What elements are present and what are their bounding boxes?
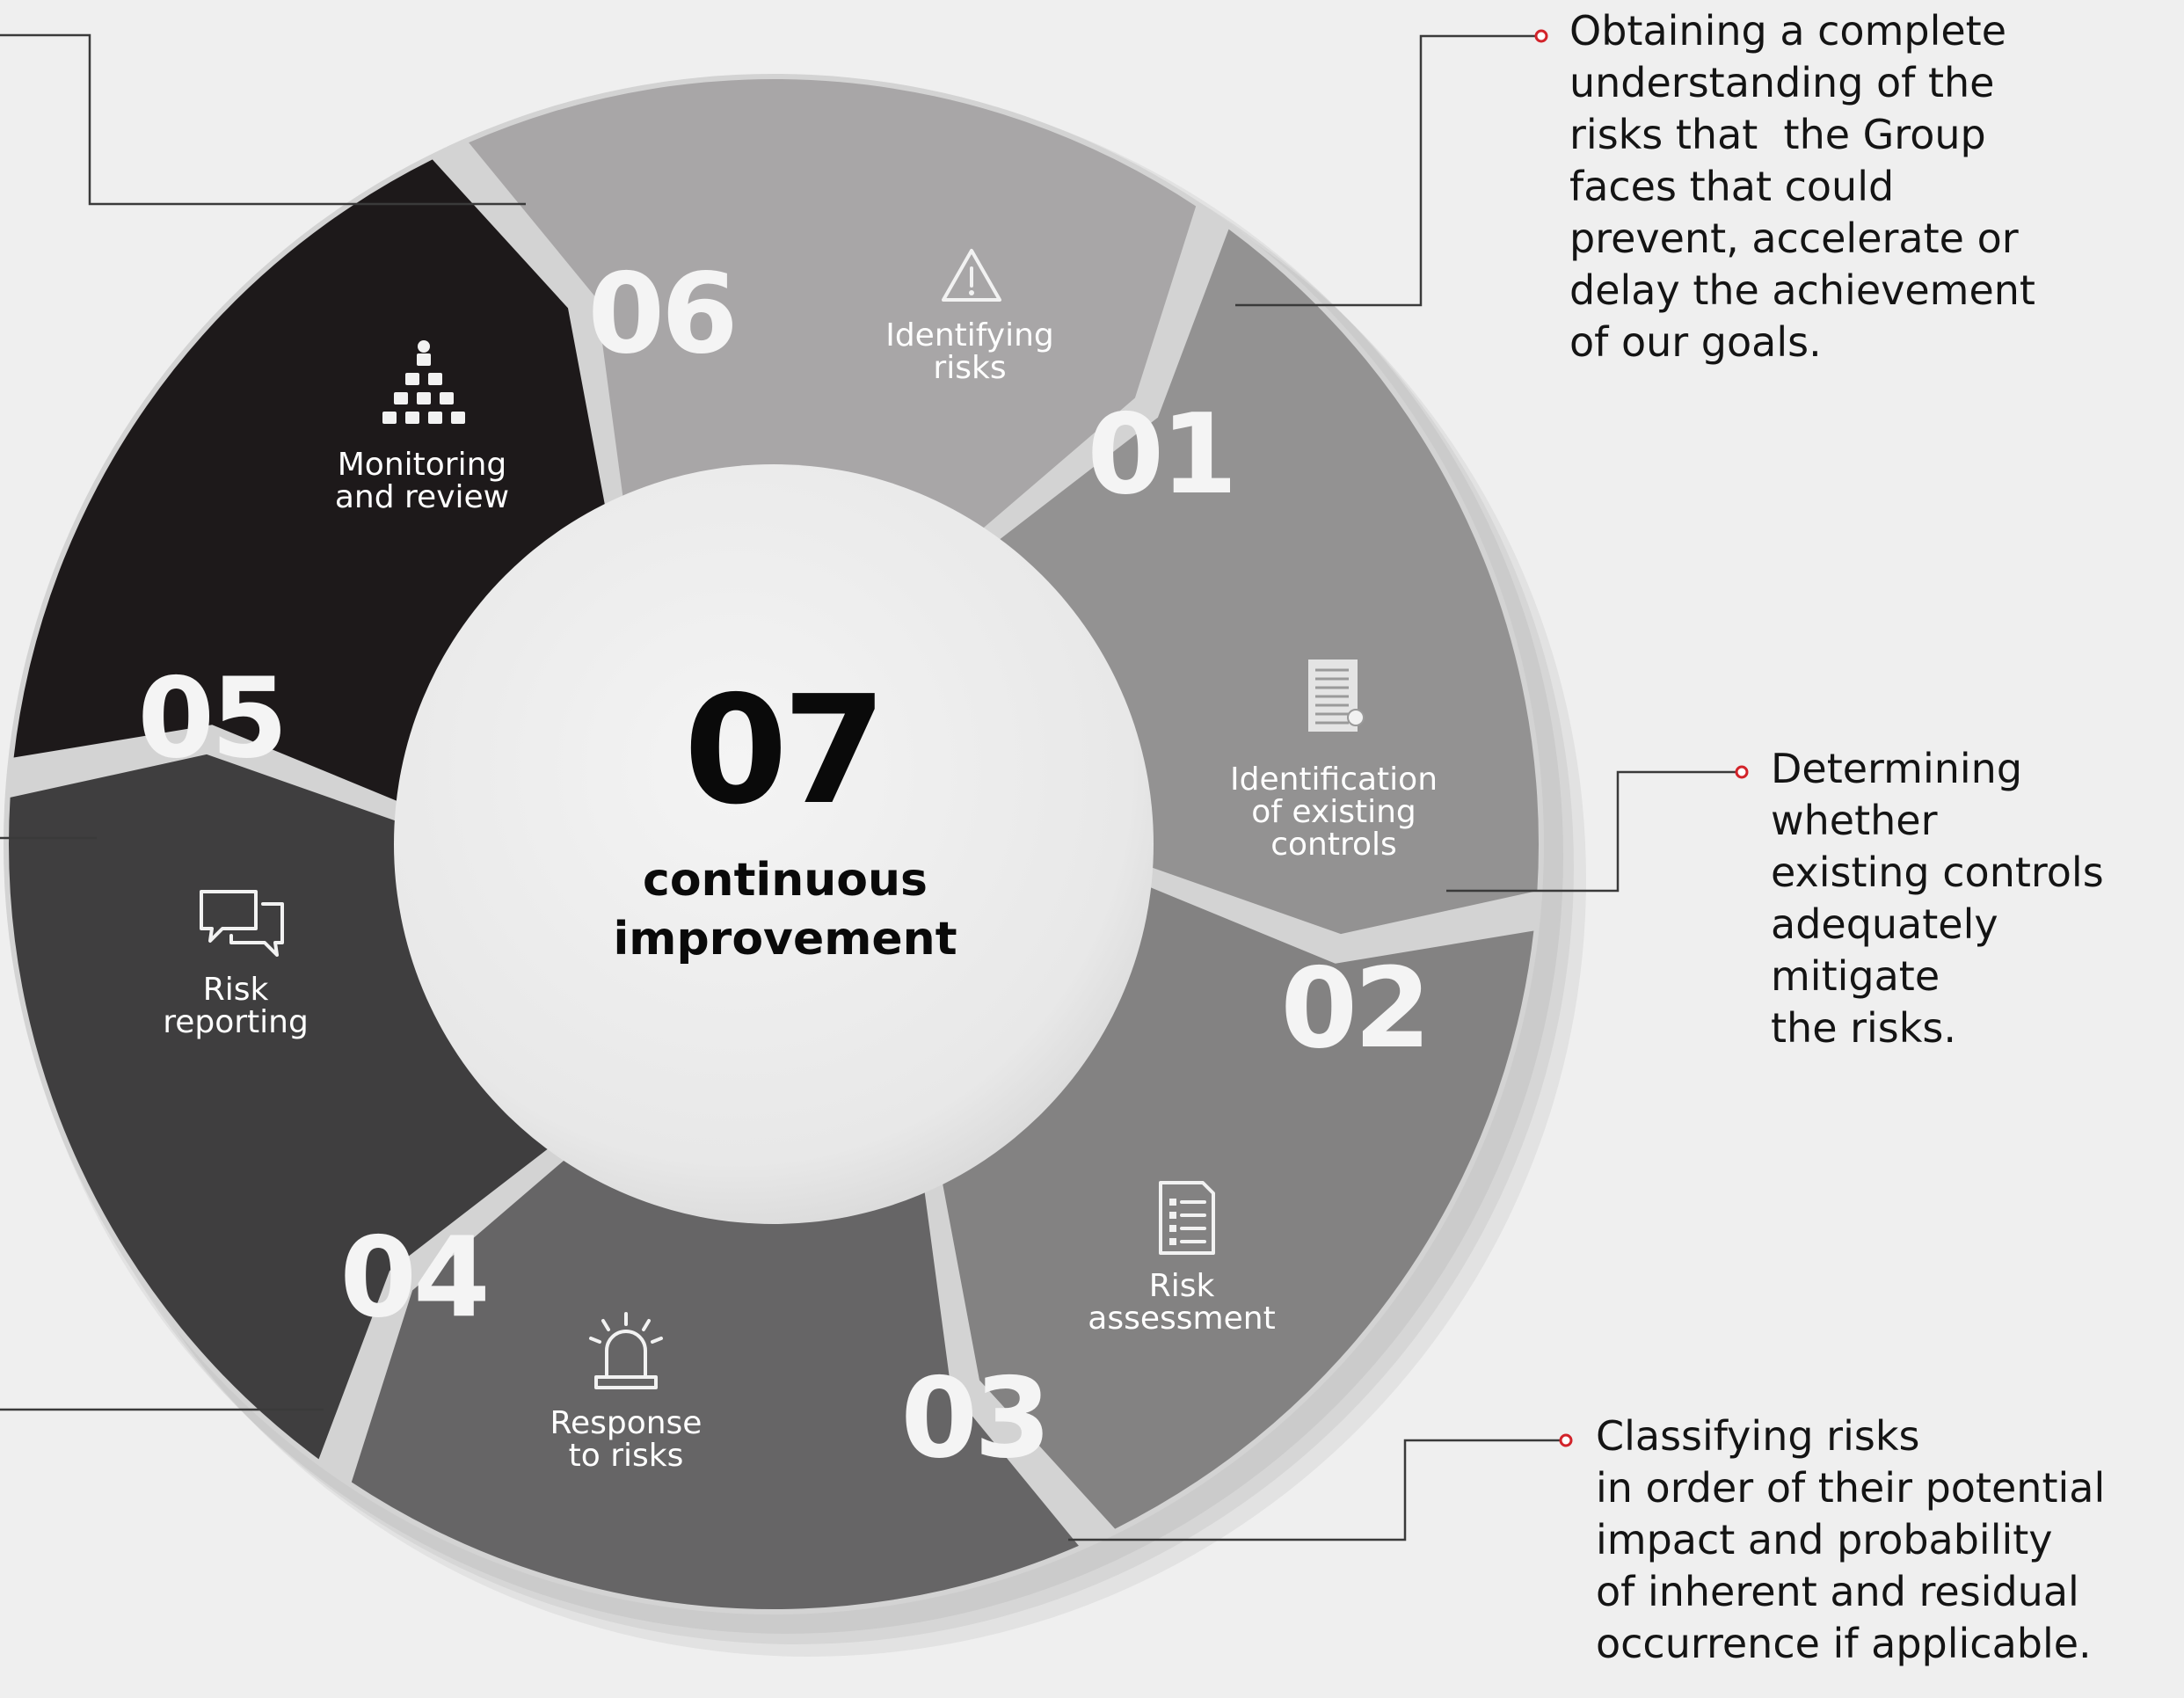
- document-icon: [1308, 660, 1365, 732]
- center-label-line2: improvement: [613, 913, 957, 966]
- center-number: 07: [684, 664, 882, 838]
- step-01-description: Obtaining a complete understanding of th…: [1569, 7, 2035, 366]
- leader-line: [1446, 770, 1736, 893]
- checklist-icon: [1159, 1181, 1215, 1255]
- segment-label-line: and review: [335, 479, 509, 515]
- segment-03: [942, 886, 1534, 1529]
- segment-label-line: Identifying: [885, 317, 1054, 353]
- segment-04: [351, 1159, 1079, 1609]
- leader-line: [1068, 1439, 1561, 1541]
- segment-05: [8, 754, 550, 1460]
- step-02-description: Determining whether existing controls ad…: [1771, 745, 2104, 1052]
- hierarchy-icon: [382, 340, 465, 424]
- segment-03-number: 03: [900, 1353, 1047, 1483]
- segment-01: [469, 78, 1197, 529]
- leader-lines: [0, 29, 1749, 1541]
- center-disc: [394, 464, 1154, 1224]
- segment-label-line: to risks: [569, 1438, 684, 1474]
- segment-label-line: Risk: [1149, 1268, 1215, 1304]
- leader-line: [1235, 34, 1536, 307]
- segment-02-number: 02: [1280, 944, 1427, 1073]
- segment-label-line: risks: [933, 350, 1006, 386]
- leader-dot: [1534, 29, 1548, 43]
- chat-bubbles-icon: [200, 890, 284, 957]
- alarm-siren-icon: [589, 1312, 663, 1389]
- segment-06-number: 06: [587, 249, 734, 378]
- center-label-line1: continuous: [643, 854, 928, 907]
- segment-06: [13, 159, 606, 802]
- segment-label-line: Monitoring: [338, 447, 507, 483]
- segment-label-line: reporting: [163, 1004, 309, 1040]
- leader-dot: [1735, 765, 1749, 779]
- segment-label-line: Response: [550, 1405, 703, 1441]
- segment-01-number: 01: [1087, 390, 1234, 519]
- segment-05-number: 05: [137, 653, 284, 783]
- segment-02: [998, 229, 1540, 935]
- segment-icons: [200, 249, 1365, 1389]
- segment-label-line: assessment: [1088, 1301, 1275, 1337]
- leader-line: [0, 33, 526, 206]
- segment-label-line: of existing: [1251, 794, 1416, 830]
- segment-04-number: 04: [339, 1213, 486, 1342]
- segment-label-line: Identification: [1230, 762, 1438, 798]
- cycle-segments: [8, 78, 1540, 1609]
- step-03-description: Classifying risks in order of their pote…: [1596, 1412, 2106, 1667]
- leader-dot: [1559, 1433, 1573, 1447]
- warning-triangle-icon: [942, 249, 1001, 302]
- segment-label-line: controls: [1270, 827, 1397, 863]
- segment-label-line: Risk: [203, 972, 269, 1008]
